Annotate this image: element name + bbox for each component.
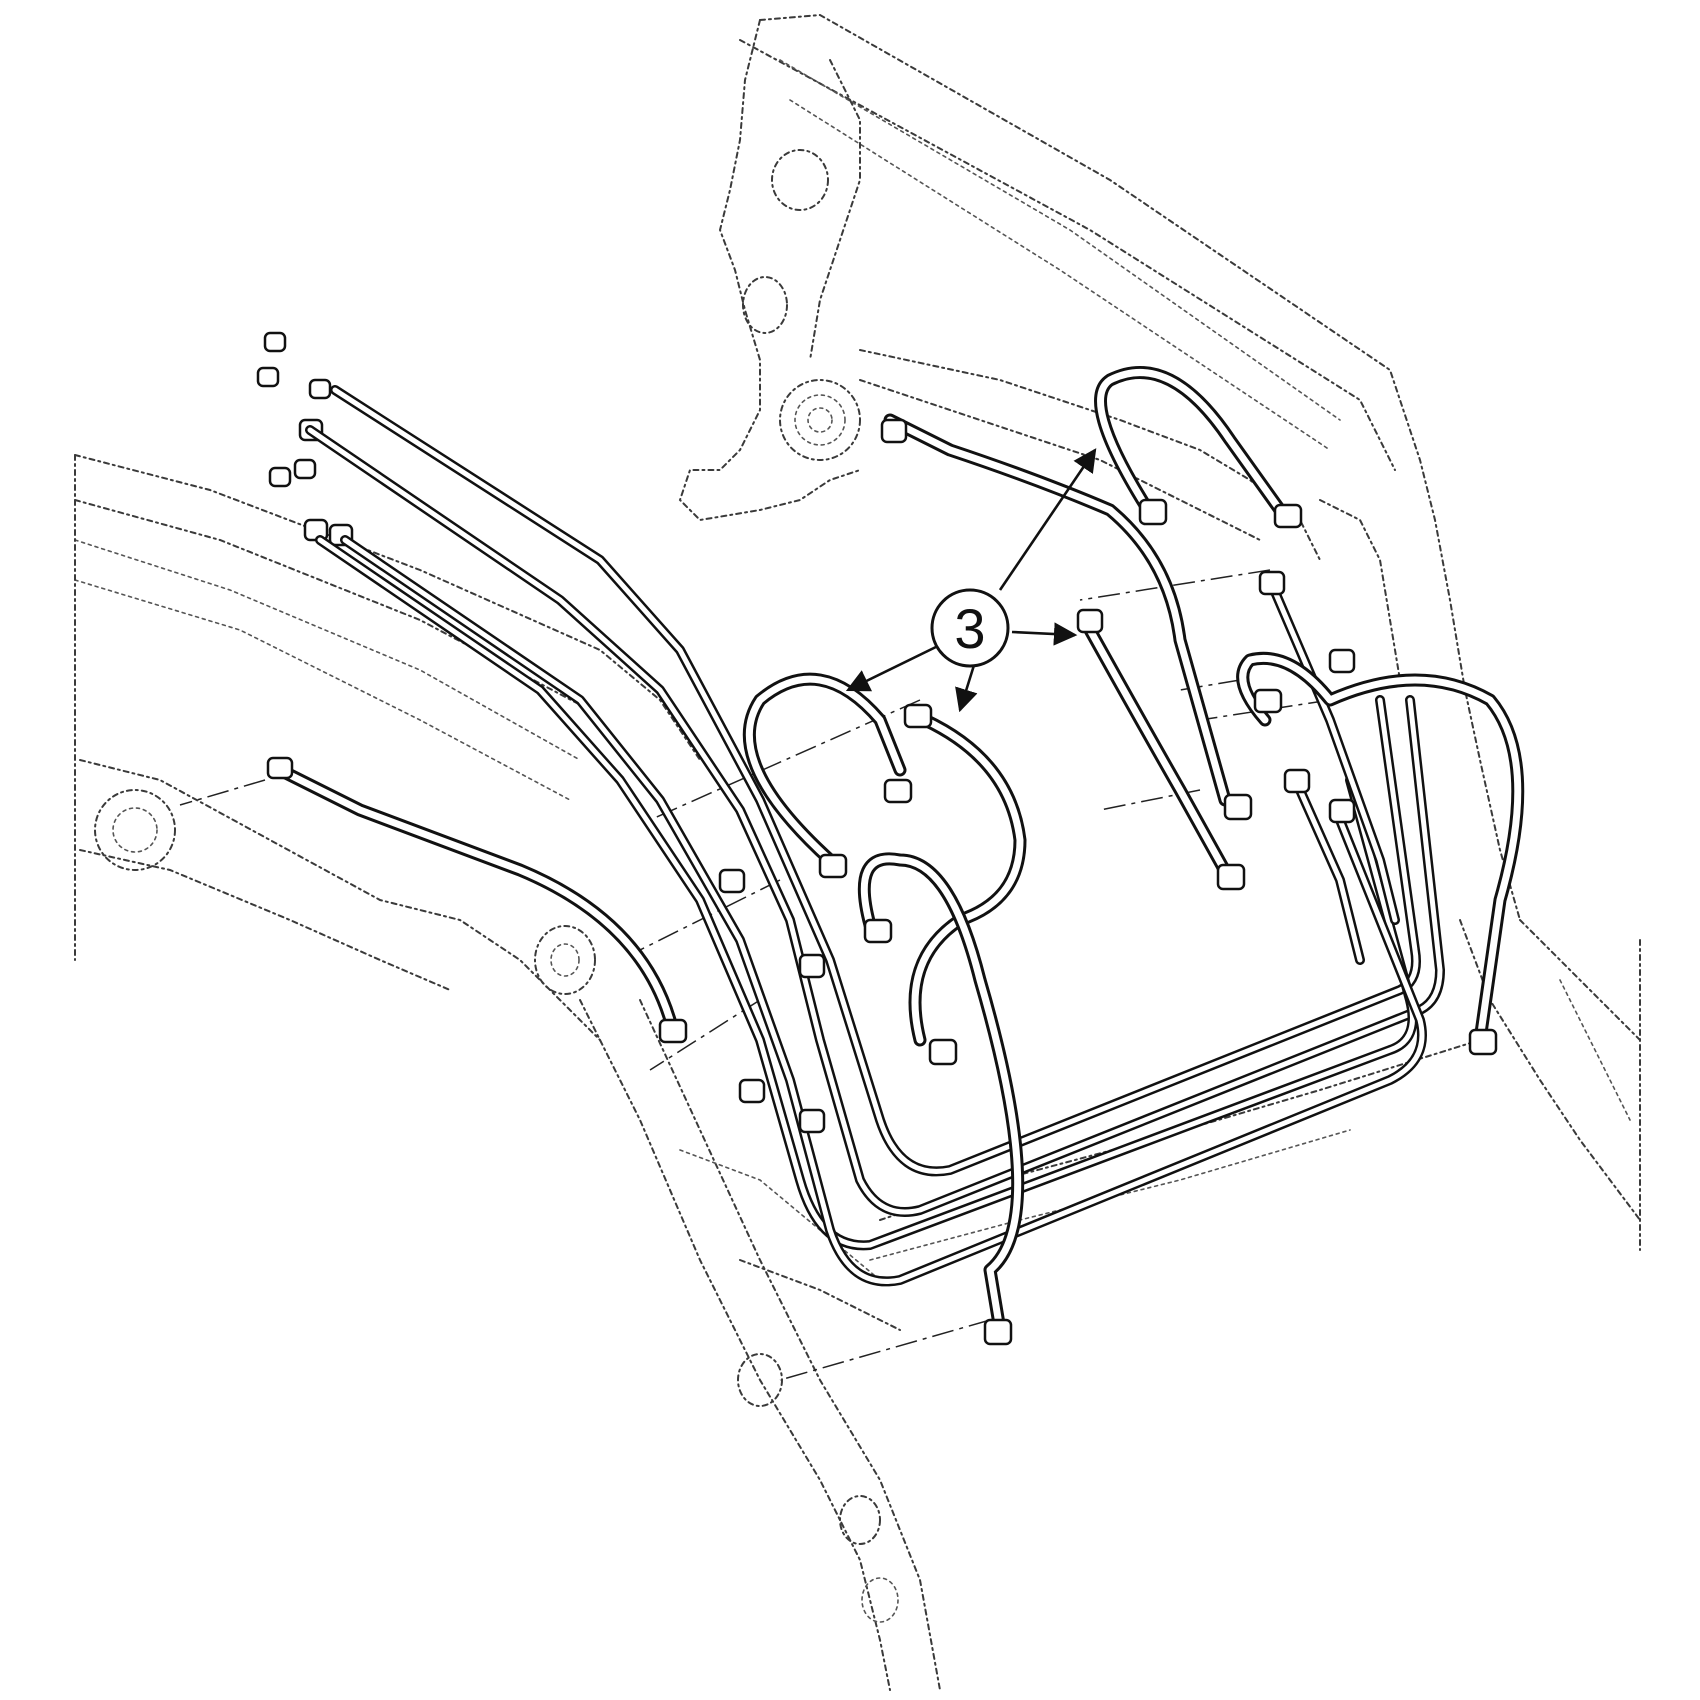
- callout-label: 3: [954, 597, 985, 660]
- callout-3: 3: [845, 448, 1097, 713]
- elbow-fitting: [983, 1318, 1013, 1346]
- elbow-fitting: [928, 1038, 958, 1066]
- nut-fitting: [1283, 768, 1311, 794]
- cap-fitting: [308, 378, 332, 400]
- elbow-fitting: [1468, 1028, 1498, 1056]
- callout-circle: [930, 588, 1010, 668]
- elbow-fitting: [818, 853, 848, 879]
- upper-loader-frame: [678, 13, 1521, 921]
- flexible-hoses: [273, 366, 1525, 1337]
- elbow-fitting: [863, 918, 893, 944]
- elbow-fitting: [1253, 688, 1283, 714]
- nut-fitting: [798, 1108, 826, 1134]
- nut-fitting: [738, 1078, 766, 1104]
- elbow-fitting: [1223, 793, 1253, 821]
- fittings-upper-left: [256, 331, 354, 547]
- elbow-fitting: [658, 1018, 688, 1044]
- nut-fitting: [718, 868, 746, 894]
- elbow-fitting: [1076, 608, 1104, 634]
- cap-fitting: [268, 466, 292, 488]
- elbow-fitting: [1258, 570, 1286, 596]
- elbow-fitting: [1273, 503, 1303, 529]
- right-loader-frame: [869, 919, 1641, 1261]
- cap-fitting: [263, 331, 287, 353]
- rigid-tubes: [305, 385, 1445, 1287]
- lower-loader-frame: [74, 454, 941, 1691]
- elbow-fitting: [266, 756, 294, 780]
- nut-fitting: [798, 953, 826, 979]
- elbow-fitting: [1216, 863, 1246, 891]
- elbow-fitting: [883, 778, 913, 804]
- elbow-fitting: [880, 418, 908, 444]
- elbow-fitting: [1138, 498, 1168, 526]
- nut-fitting: [1328, 648, 1356, 674]
- cap-fitting: [293, 458, 317, 480]
- hose-fittings: [266, 418, 1498, 1346]
- cap-fitting: [256, 366, 280, 388]
- elbow-fitting: [903, 703, 933, 729]
- nut-fitting: [1328, 798, 1356, 824]
